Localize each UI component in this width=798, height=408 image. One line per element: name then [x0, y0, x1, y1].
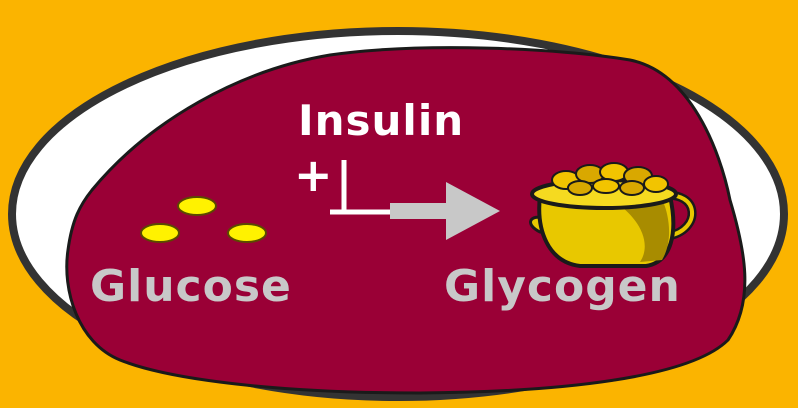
glucose-molecule — [227, 223, 267, 243]
glycogen-label: Glycogen — [444, 261, 681, 312]
insulin-label: Insulin — [298, 96, 465, 145]
glucose-label: Glucose — [90, 261, 292, 312]
arrow-head — [446, 182, 500, 240]
glucose-molecules-icon — [140, 196, 267, 243]
coin — [592, 178, 620, 194]
pot-coins — [551, 162, 669, 196]
coin — [619, 180, 645, 196]
coin — [567, 180, 593, 196]
pot-body-shade — [618, 204, 670, 262]
right-arrow-icon — [330, 160, 500, 240]
coin — [643, 175, 669, 193]
arrow-shaft — [390, 203, 448, 219]
glucose-molecule — [177, 196, 217, 216]
plus-sign: + — [294, 148, 334, 202]
cell-shape — [65, 46, 747, 395]
glucose-molecule — [140, 223, 180, 243]
gold-pot-icon — [529, 162, 697, 268]
